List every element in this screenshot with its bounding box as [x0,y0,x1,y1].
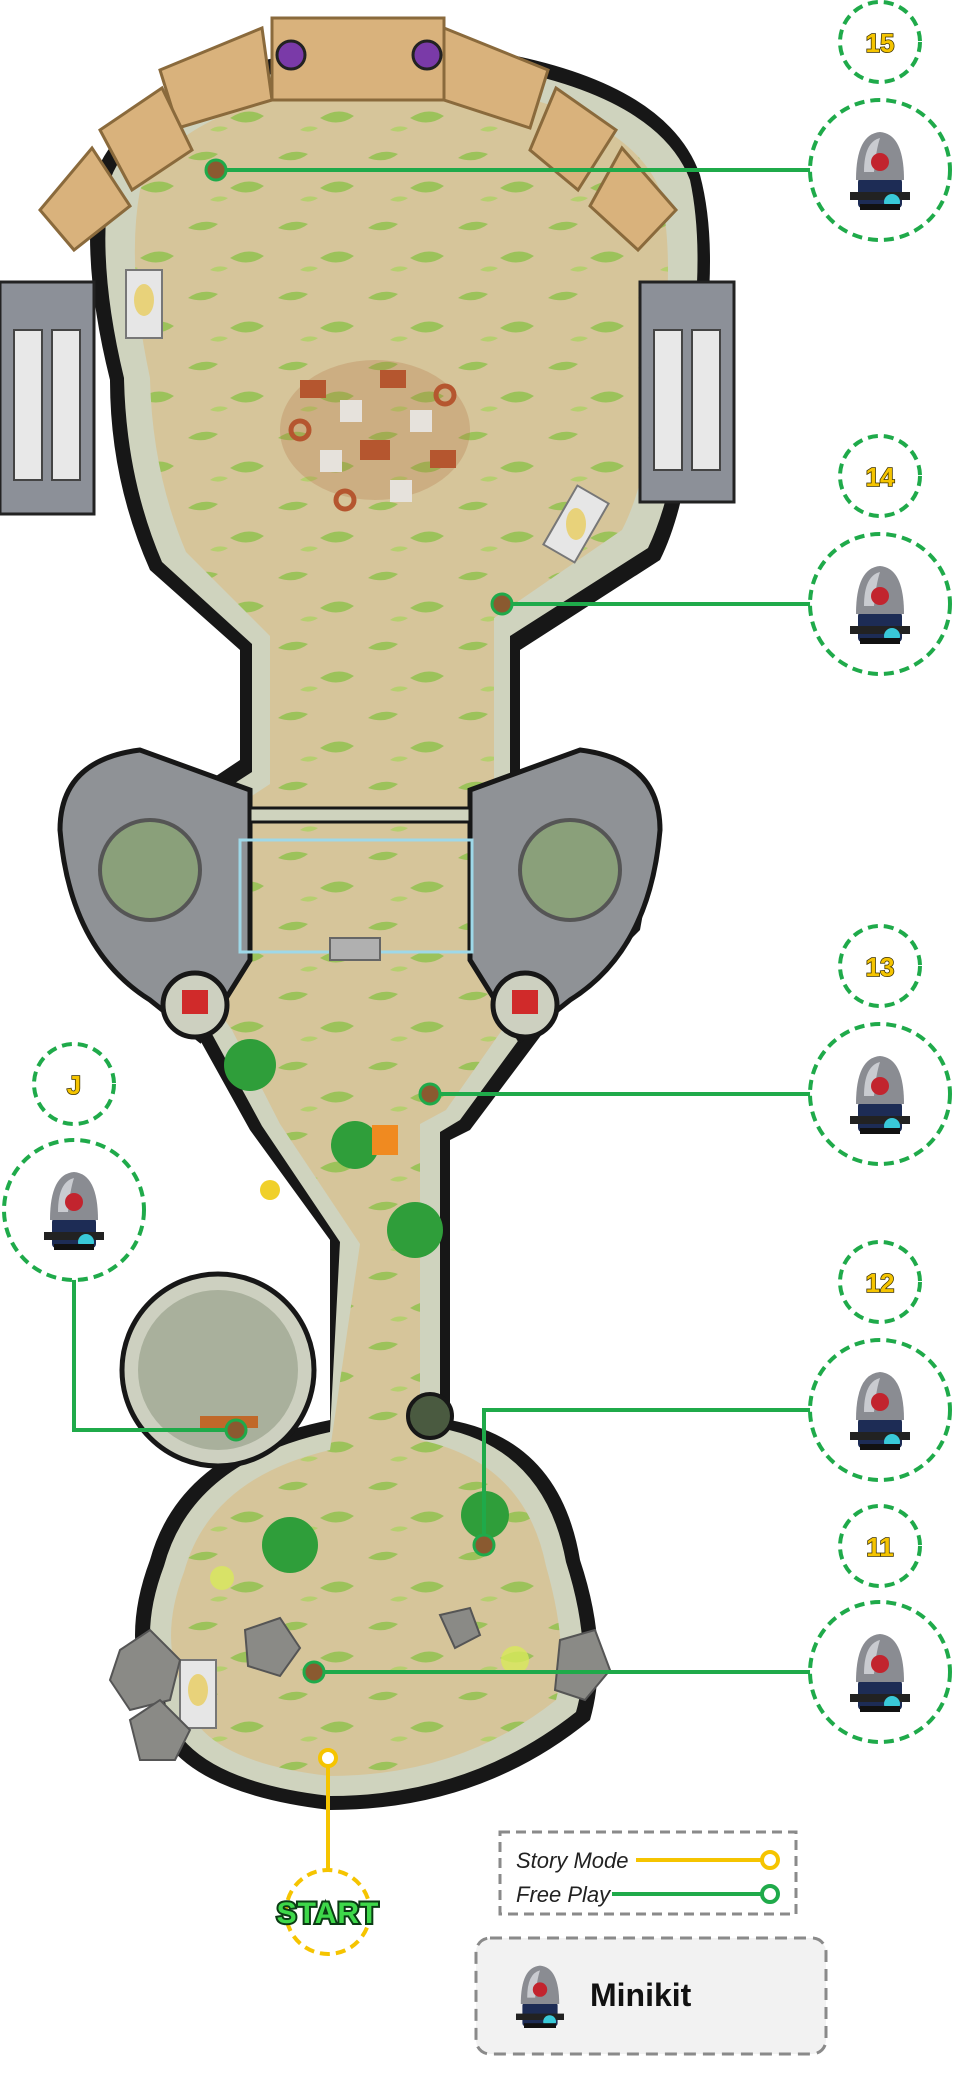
marker-connector-lines [72,158,812,1684]
marker-13-label: 13 [866,952,895,982]
legend-free-play: Free Play [516,1882,612,1907]
marker-12-label: 12 [866,1268,895,1298]
marker-j[interactable]: J [2,1042,146,1282]
marker-15-label: 15 [866,28,895,58]
arena-bleachers [38,16,679,253]
key-minikit-label: Minikit [590,1977,692,2013]
rocks [108,1566,612,1761]
gate-towers [57,747,663,1044]
marker-14-label: 14 [866,462,895,492]
start-path: START [275,1748,380,1956]
round-pool [119,1271,454,1469]
marker-11-label: 11 [866,1532,894,1562]
marker-15[interactable]: 15 [808,0,952,242]
marker-14[interactable]: 14 [808,434,952,676]
collectible-key: Minikit [474,1936,828,2056]
marker-13[interactable]: 13 [808,924,952,1166]
brick-debris-pile [280,360,470,512]
marker-11[interactable]: 11 [808,1504,952,1744]
start-label: START [277,1897,380,1930]
jungle-plants [224,1039,509,1573]
marker-j-label: J [67,1070,81,1100]
map-terrain [90,40,710,1810]
marker-12[interactable]: 12 [808,1240,952,1482]
legend-story-mode: Story Mode [516,1848,629,1873]
lounge-chairs [125,269,610,1729]
mode-legend: Story Mode Free Play [498,1830,798,1916]
side-gates [0,280,736,516]
